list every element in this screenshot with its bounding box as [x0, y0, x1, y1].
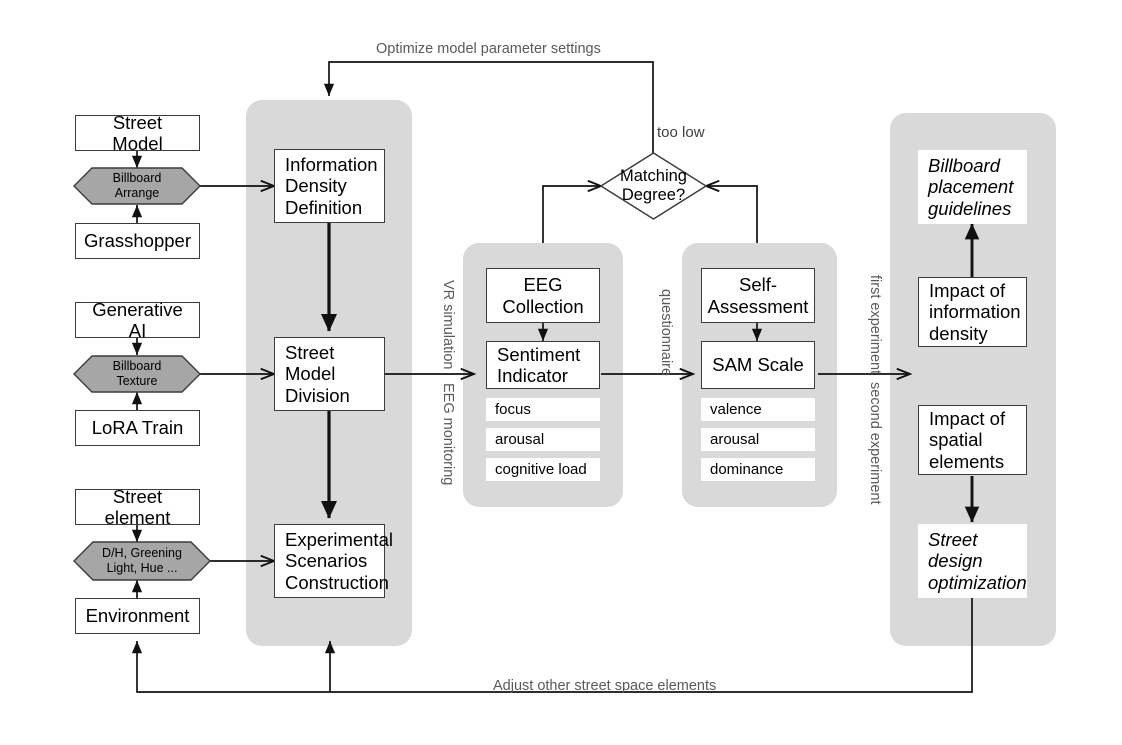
decision-label: Matching Degree?	[620, 167, 687, 204]
node-street-model-division[interactable]: Street Model Division	[274, 337, 385, 411]
hexagon-billboard-arrange[interactable]: Billboard Arrange	[73, 167, 201, 205]
node-sam-scale[interactable]: SAM Scale	[701, 341, 815, 389]
node-street-model[interactable]: Street Model	[75, 112, 200, 154]
diamond-shape	[599, 152, 708, 220]
edge-label-adjust: Adjust other street space elements	[493, 678, 717, 694]
hexagon-label: Billboard Arrange	[112, 171, 162, 200]
metric-dominance: dominance	[701, 458, 815, 481]
metric-focus: focus	[486, 398, 600, 421]
node-experimental-scenarios-construction[interactable]: Experimental Scenarios Construction	[274, 524, 393, 598]
node-environment[interactable]: Environment	[75, 598, 200, 634]
hexagon-label: Billboard Texture	[112, 359, 162, 388]
edge-label-eeg-monitoring: EEG monitoring	[440, 383, 456, 486]
edge-label-questionnaire: questionnaire	[658, 289, 674, 377]
node-billboard-placement-guidelines[interactable]: Billboard placement guidelines	[918, 150, 1027, 224]
node-impact-information-density[interactable]: Impact of information density	[918, 277, 1027, 347]
metric-cognitive-load: cognitive load	[486, 458, 600, 481]
metric-valence: valence	[701, 398, 815, 421]
node-street-element[interactable]: Street element	[75, 486, 200, 528]
node-sentiment-indicator[interactable]: Sentiment Indicator	[486, 341, 600, 389]
metric-arousal-eeg: arousal	[486, 428, 600, 451]
metric-arousal-sam: arousal	[701, 428, 815, 451]
hexagon-shape	[73, 355, 201, 393]
node-grasshopper[interactable]: Grasshopper	[75, 223, 200, 259]
node-impact-spatial-elements[interactable]: Impact of spatial elements	[918, 405, 1027, 475]
node-eeg-collection[interactable]: EEG Collection	[486, 268, 600, 323]
hexagon-billboard-texture[interactable]: Billboard Texture	[73, 355, 201, 393]
node-information-density-definition[interactable]: Information Density Definition	[274, 149, 385, 223]
edge-label-first-experiment: first experiment	[867, 275, 883, 375]
edge-label-vr-simulation: VR simulation	[440, 280, 456, 370]
node-generative-ai[interactable]: Generative AI	[75, 299, 200, 341]
edge-label-optimize: Optimize model parameter settings	[376, 41, 601, 57]
hexagon-street-attributes[interactable]: D/H, Greening Light, Hue ...	[73, 541, 211, 581]
decision-matching-degree[interactable]: Matching Degree?	[599, 152, 708, 220]
edge-label-second-experiment: second experiment	[867, 382, 883, 505]
hexagon-shape	[73, 541, 211, 581]
hexagon-shape	[73, 167, 201, 205]
hexagon-label: D/H, Greening Light, Hue ...	[102, 546, 182, 575]
node-street-design-optimization[interactable]: Street design optimization	[918, 524, 1027, 598]
node-self-assessment[interactable]: Self- Assessment	[701, 268, 815, 323]
decision-branch-label: too low	[657, 124, 705, 141]
node-lora-train[interactable]: LoRA Train	[75, 410, 200, 446]
